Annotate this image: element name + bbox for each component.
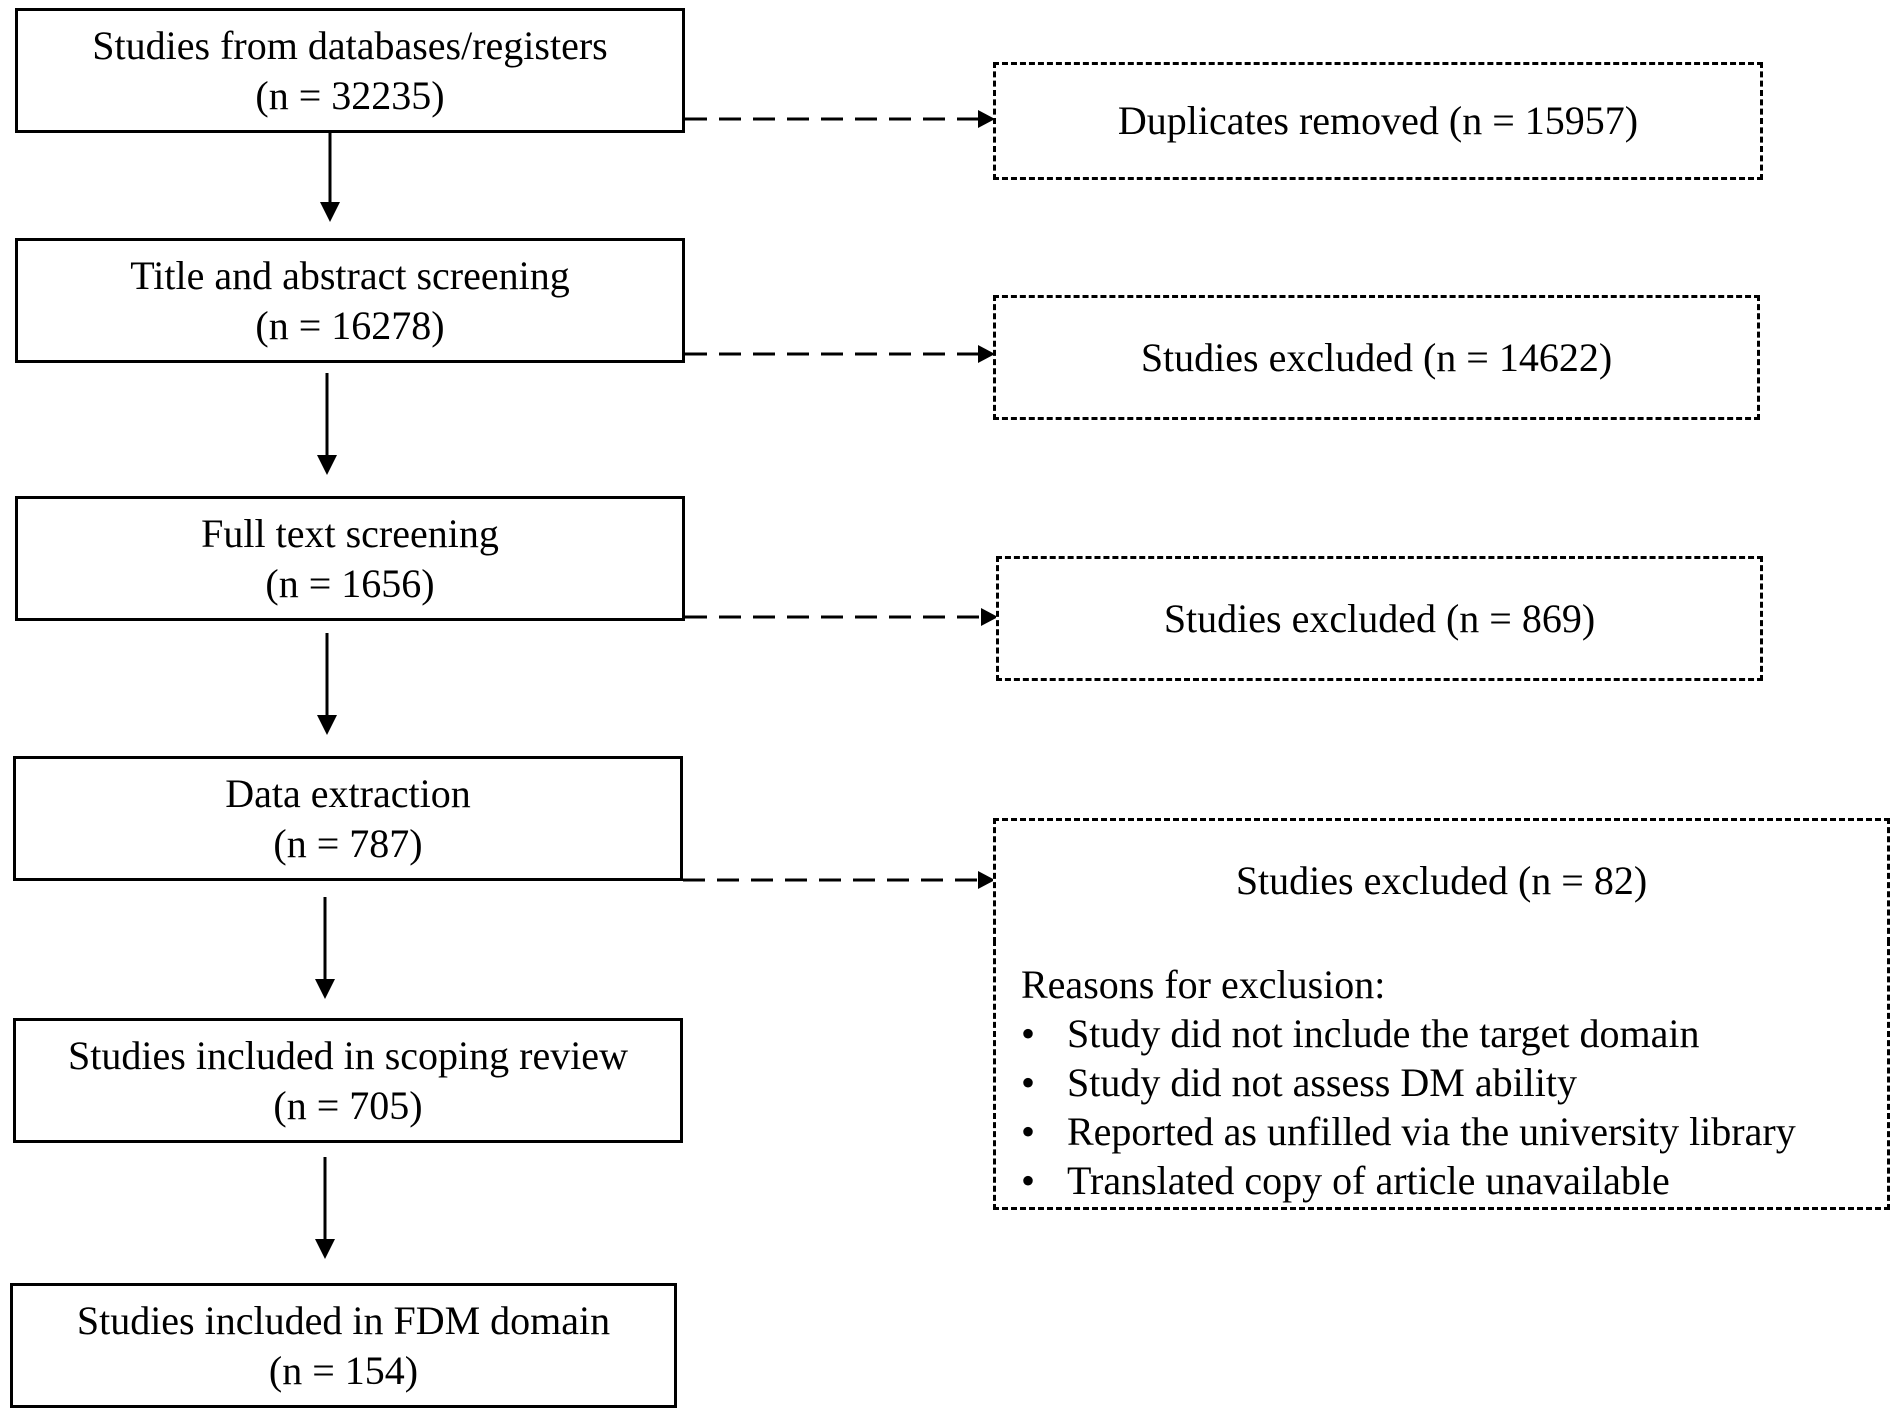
bullet: • bbox=[1021, 1011, 1036, 1056]
bullet: • bbox=[1021, 1158, 1036, 1203]
step-count: (n = 32235) bbox=[255, 72, 445, 118]
step-label: Title and abstract screening bbox=[130, 252, 570, 298]
bullet: • bbox=[1021, 1060, 1036, 1105]
down-arrow-3 bbox=[317, 633, 337, 735]
side-arrow-4 bbox=[683, 871, 995, 889]
side-arrow-1 bbox=[685, 110, 995, 128]
list-item: • Reported as unfilled via the university… bbox=[1021, 1107, 1887, 1156]
step-count: (n = 787) bbox=[273, 820, 423, 866]
reason-text: Study did not assess DM ability bbox=[1067, 1060, 1578, 1105]
side-arrow-3 bbox=[685, 608, 998, 626]
step-count: (n = 16278) bbox=[255, 302, 445, 348]
down-arrow-2 bbox=[317, 373, 337, 475]
step-count: (n = 154) bbox=[268, 1347, 419, 1393]
exclusion-label: Studies excluded (n = 14622) bbox=[1140, 334, 1613, 380]
list-item: • Study did not assess DM ability bbox=[1021, 1058, 1887, 1107]
step-count: (n = 705) bbox=[273, 1082, 423, 1128]
step-identification: Studies from databases/registers (n = 32… bbox=[15, 8, 685, 133]
exclusion-full-text: Studies excluded (n = 869) bbox=[996, 556, 1763, 681]
exclusion-title-abstract: Studies excluded (n = 14622) bbox=[993, 295, 1760, 420]
reason-text: Reported as unfilled via the university … bbox=[1067, 1109, 1796, 1154]
list-item: • Translated copy of article unavailable bbox=[1021, 1156, 1887, 1205]
side-arrow-2 bbox=[685, 345, 995, 363]
step-label: Full text screening bbox=[201, 510, 499, 556]
step-fdm-domain: Studies included in FDM domain (n = 154) bbox=[10, 1283, 677, 1408]
step-label: Data extraction bbox=[225, 770, 471, 816]
exclusion-data-extraction: Studies excluded (n = 82) bbox=[993, 818, 1890, 943]
step-count: (n = 1656) bbox=[265, 560, 435, 606]
exclusion-duplicates: Duplicates removed (n = 15957) bbox=[993, 62, 1763, 180]
step-label: Studies included in scoping review bbox=[68, 1032, 628, 1078]
reasons-title: Reasons for exclusion: bbox=[1021, 962, 1386, 1007]
down-arrow-5 bbox=[315, 1157, 335, 1259]
reasons-list: • Study did not include the target domain… bbox=[1021, 1009, 1887, 1205]
down-arrow-1 bbox=[320, 133, 340, 222]
step-label: Studies included in FDM domain bbox=[76, 1297, 611, 1343]
list-item: • Study did not include the target domain bbox=[1021, 1009, 1887, 1058]
step-title-abstract-screening: Title and abstract screening (n = 16278) bbox=[15, 238, 685, 363]
exclusion-reasons: Reasons for exclusion: • Study did not in… bbox=[993, 940, 1890, 1210]
exclusion-label: Studies excluded (n = 869) bbox=[1163, 595, 1596, 641]
step-data-extraction: Data extraction (n = 787) bbox=[13, 756, 683, 881]
step-scoping-review: Studies included in scoping review (n = … bbox=[13, 1018, 683, 1143]
down-arrow-4 bbox=[315, 897, 335, 999]
exclusion-label: Studies excluded (n = 82) bbox=[1235, 857, 1648, 903]
reason-text: Translated copy of article unavailable bbox=[1067, 1158, 1670, 1203]
bullet: • bbox=[1021, 1109, 1036, 1154]
exclusion-label: Duplicates removed (n = 15957) bbox=[1117, 98, 1639, 143]
step-label: Studies from databases/registers bbox=[92, 22, 608, 68]
reason-text: Study did not include the target domain bbox=[1067, 1011, 1700, 1056]
step-full-text-screening: Full text screening (n = 1656) bbox=[15, 496, 685, 621]
